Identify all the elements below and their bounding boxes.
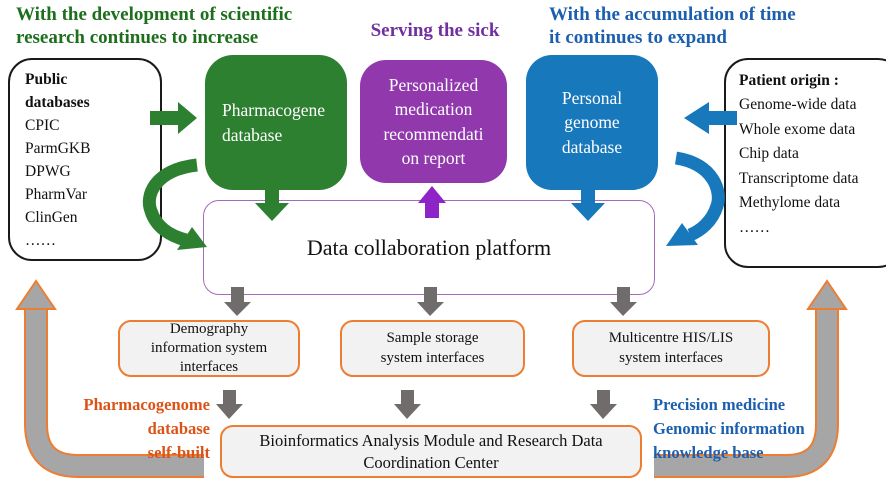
list-item: Transcriptome data xyxy=(739,169,859,187)
bioinformatics-center-box: Bioinformatics Analysis Module and Resea… xyxy=(220,425,642,478)
patient-origin-title: Patient origin : xyxy=(739,72,839,89)
list-item: …… xyxy=(25,231,56,249)
list-item: ClinGen xyxy=(25,208,78,226)
personal-genome-database-box: Personal genome database xyxy=(526,55,658,190)
list-item: Chip data xyxy=(739,145,799,163)
note-pharmacogenome-self-built: Pharmacogenome database self-built xyxy=(83,395,210,462)
pharmacogene-database-box: Pharmacogene database xyxy=(205,55,347,190)
sample-to-bioinformatics-arrow xyxy=(394,390,421,419)
personalized-medication-report-box: Personalized medication recommendati on … xyxy=(360,60,507,183)
bioinformatics-center-label: Bioinformatics Analysis Module and Resea… xyxy=(259,431,603,472)
list-item: DPWG xyxy=(25,162,71,180)
list-item: CPIC xyxy=(25,116,60,134)
demography-to-bioinformatics-arrow xyxy=(216,390,243,419)
public-databases-title: Public databases xyxy=(25,71,90,111)
multicentre-to-bioinformatics-arrow xyxy=(590,390,617,419)
personalized-medication-report-label: Personalized medication recommendati on … xyxy=(383,74,484,169)
data-collaboration-platform-box: Data collaboration platform xyxy=(203,200,655,295)
genome-platform-curved-arrow xyxy=(666,151,725,246)
demography-interface-box: Demography information system interfaces xyxy=(118,320,300,377)
pharmacogene-database-label: Pharmacogene database xyxy=(222,100,326,145)
data-collaboration-platform-label: Data collaboration platform xyxy=(306,234,552,260)
personal-genome-database-label: Personal genome database xyxy=(561,87,623,157)
list-item: PharmVar xyxy=(25,185,87,203)
sample-storage-interface-label: Sample storage system interfaces xyxy=(380,330,485,366)
multicentre-interface-box: Multicentre HIS/LIS system interfaces xyxy=(572,320,770,377)
list-item: …… xyxy=(739,218,770,236)
list-item: Genome-wide data xyxy=(739,96,857,114)
list-item: ParmGKB xyxy=(25,139,91,157)
demography-interface-label: Demography information system interfaces xyxy=(150,320,268,376)
note-precision-medicine: Precision medicine Genomic information k… xyxy=(653,395,805,462)
multicentre-interface-label: Multicentre HIS/LIS system interfaces xyxy=(608,330,734,366)
list-item: Methylome data xyxy=(739,194,841,212)
heading-accumulation-of-time: With the accumulation of time it continu… xyxy=(549,4,796,49)
heading-serving-the-sick: Serving the sick xyxy=(370,20,500,41)
public-databases-box: Public databases CPIC ParmGKB DPWG PharmVar… xyxy=(8,58,162,261)
sample-storage-interface-box: Sample storage system interfaces xyxy=(340,320,525,377)
heading-scientific-research: With the development of scientific resea… xyxy=(16,4,293,49)
list-item: Whole exome data xyxy=(739,120,856,138)
